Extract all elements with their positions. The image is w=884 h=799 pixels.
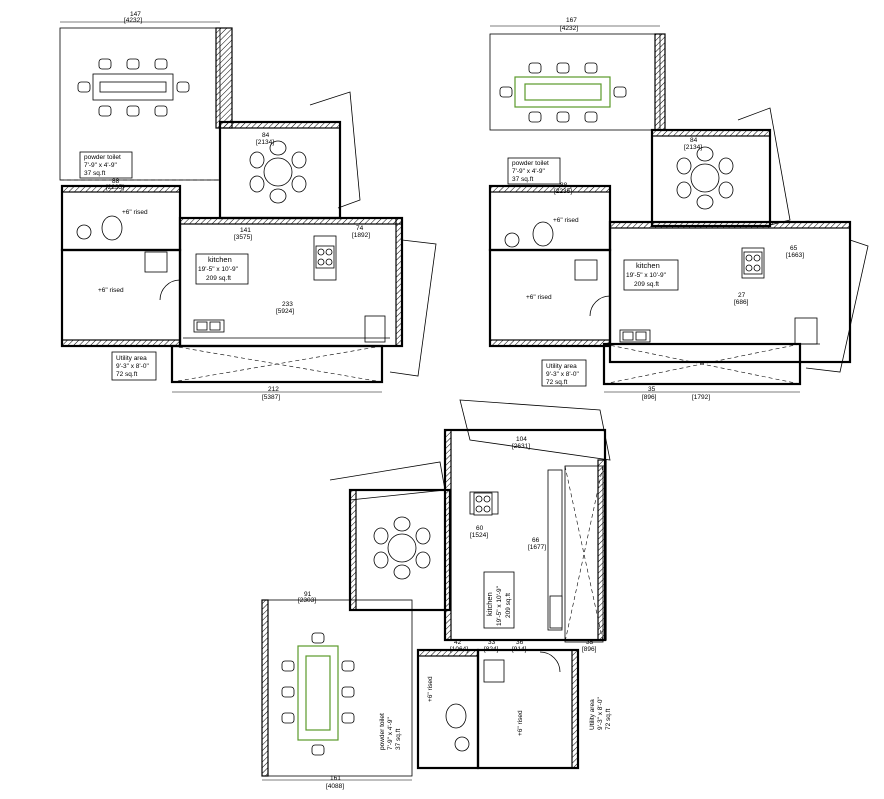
a-powder-area: 37 sq.ft	[84, 170, 106, 177]
a-utility-title: Utility area	[116, 355, 147, 362]
plan-b: powder toilet 7'-9" x 4'-9" 37 sq.ft +6"…	[488, 17, 869, 401]
c-dim-14: 36	[516, 639, 524, 646]
c-dim-2: 60	[476, 525, 484, 532]
a-riser-1: +6" rised	[122, 209, 148, 216]
c-utility-title: Utility area	[589, 699, 596, 730]
c-kitchen-size: 19'-5" x 10'-9"	[496, 585, 503, 626]
a-dim-5: [2134]	[256, 139, 274, 146]
c-powder-title: powder toilet	[379, 713, 386, 750]
c-riser-2: +6" rised	[517, 710, 524, 736]
a-kitchen-size: 19'-5" x 10'-9"	[198, 266, 239, 273]
b-dim-10: [1792]	[692, 394, 710, 401]
a-dim-0: 147	[130, 11, 141, 18]
c-dim-10: 42	[454, 639, 462, 646]
b-dim-1: [4232]	[560, 25, 578, 32]
b-powder-area: 37 sq.ft	[512, 176, 534, 183]
a-powder-size: 7'-9" x 4'-9"	[84, 162, 117, 169]
b-dim-12: [686]	[734, 299, 749, 306]
b-kitchen-area: 209 sq.ft	[634, 281, 659, 288]
c-dim-13: [824]	[484, 646, 499, 653]
a-dim-4: 84	[262, 132, 270, 139]
a-dim-9: [3575]	[234, 234, 252, 241]
a-dim-12: 88	[112, 178, 120, 185]
b-dim-4: 88	[560, 182, 568, 189]
a-dim-8: 141	[240, 227, 251, 234]
b-dim-7: [1663]	[786, 252, 804, 259]
c-utility-size: 9'-3" x 8'-0"	[597, 697, 604, 730]
a-dim-6: 233	[282, 301, 293, 308]
c-powder-area: 37 sq.ft	[395, 728, 402, 750]
a-kitchen-area: 209 sq.ft	[206, 275, 231, 282]
c-dim-1: [2631]	[512, 443, 530, 450]
b-dim-8: 35	[648, 386, 656, 393]
c-dim-6: 91	[304, 591, 312, 598]
c-utility-area: 72 sq.ft	[605, 708, 612, 730]
c-kitchen-area: 209 sq.ft	[505, 593, 512, 618]
c-dim-17: [896]	[582, 646, 597, 653]
a-kitchen-title: kitchen	[208, 255, 232, 264]
b-kitchen-size: 19'-5" x 10'-9"	[626, 272, 667, 279]
b-dim-5: [2235]	[554, 188, 572, 195]
a-dim-1: [4232]	[124, 17, 142, 24]
b-kitchen-title: kitchen	[636, 261, 660, 270]
c-dim-11: [1064]	[450, 646, 468, 653]
a-utility-size: 9'-3" x 8'-0"	[116, 363, 149, 370]
b-dim-9: [896]	[642, 394, 657, 401]
c-dim-15: [914]	[512, 646, 527, 653]
plan-c: kitchen 19'-5" x 10'-9" 209 sq.ft powder…	[261, 399, 612, 790]
b-dim-11: 27	[738, 292, 746, 299]
b-riser-1: +6" rised	[553, 217, 579, 224]
c-dim-7: [2303]	[298, 597, 316, 604]
a-dim-3: [5387]	[262, 394, 280, 401]
c-dim-3: [1524]	[470, 532, 488, 539]
a-powder-title: powder toilet	[84, 154, 121, 161]
c-dim-9: [4088]	[326, 783, 344, 790]
b-utility-title: Utility area	[546, 363, 577, 370]
c-riser-1: +6" rised	[427, 676, 434, 702]
c-kitchen-title: kitchen	[485, 592, 494, 616]
c-dim-8: 161	[330, 775, 341, 782]
c-dim-12: 33	[488, 639, 496, 646]
plan-a: powder toilet 7'-9" x 4'-9" 37 sq.ft +6"…	[59, 11, 437, 401]
b-powder-size: 7'-9" x 4'-9"	[512, 168, 545, 175]
b-dim-6: 65	[790, 245, 798, 252]
b-powder-title: powder toilet	[512, 160, 549, 167]
c-powder-size: 7'-9" x 4'-9"	[387, 717, 394, 750]
b-utility-size: 9'-3" x 8'-0"	[546, 371, 579, 378]
a-dim-7: [5924]	[276, 308, 294, 315]
b-utility-area: 72 sq.ft	[546, 379, 568, 386]
c-dim-4: 66	[532, 537, 540, 544]
b-dim-0: 167	[566, 17, 577, 24]
a-dim-2: 212	[268, 386, 279, 393]
b-dim-2: 84	[690, 137, 698, 144]
a-utility-area: 72 sq.ft	[116, 371, 138, 378]
a-dim-11: [1892]	[352, 232, 370, 239]
a-riser-2: +6" rised	[98, 287, 124, 294]
c-dim-16: 35	[586, 639, 594, 646]
a-dim-10: 74	[356, 225, 364, 232]
c-dim-0: 104	[516, 436, 527, 443]
c-dim-5: [1677]	[528, 544, 546, 551]
b-riser-2: +6" rised	[526, 294, 552, 301]
b-dim-3: [2134]	[684, 144, 702, 151]
a-dim-13: [2235]	[106, 184, 124, 191]
